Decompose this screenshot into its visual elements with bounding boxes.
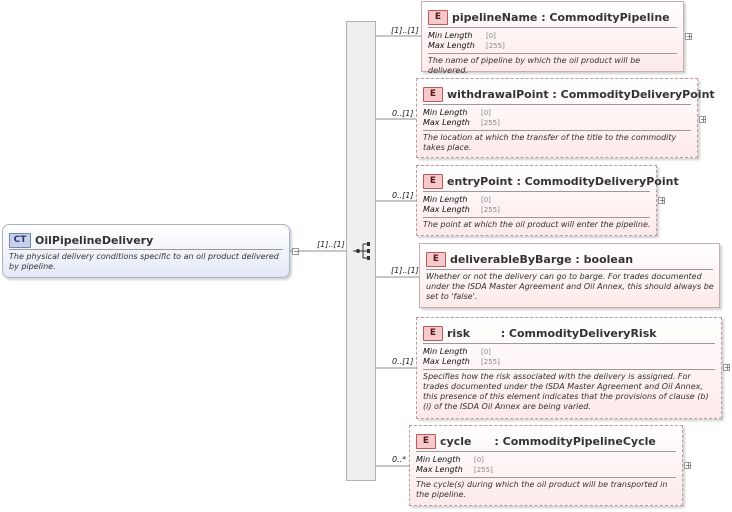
sequence-cardinality: [1]..[1] <box>317 240 345 249</box>
complex-type-badge: CT <box>9 233 31 248</box>
complex-type-box[interactable]: CT OilPipelineDelivery The physical deliv… <box>2 224 290 278</box>
cardinality-risk: 0..[1] <box>392 357 414 366</box>
divider <box>423 104 691 105</box>
element-badge: E <box>423 87 443 102</box>
divider <box>9 249 283 250</box>
facet-value: [0] <box>481 348 491 356</box>
element-doc: Specifies how the risk associated with t… <box>423 372 709 411</box>
element-badge: E <box>423 174 443 189</box>
complex-type-doc: The physical delivery conditions specifi… <box>9 252 279 271</box>
facets: Min Length [0] Max Length [255] <box>416 455 493 475</box>
cardinality-pipelineName: [1]..[1] <box>391 26 419 35</box>
element-badge: E <box>423 326 443 341</box>
facet-name: Min Length <box>423 195 468 204</box>
divider <box>423 130 691 131</box>
facet-name: Min Length <box>428 31 473 40</box>
element-title: risk : CommodityDeliveryRisk <box>447 327 657 340</box>
element-doc: The point at which the oil product will … <box>423 220 651 229</box>
element-title: cycle : CommodityPipelineCycle <box>440 435 656 448</box>
element-title: pipelineName : CommodityPipeline <box>452 11 670 24</box>
sequence-icon <box>353 242 370 260</box>
element-doc: The cycle(s) during which the oil produc… <box>416 480 668 499</box>
element-badge: E <box>428 10 448 25</box>
expand-icon[interactable]: + <box>699 115 707 124</box>
facets: Min Length [0] Max Length [255] <box>423 195 500 215</box>
divider <box>428 53 677 54</box>
element-title: withdrawalPoint : CommodityDeliveryPoint <box>447 88 715 101</box>
cardinality-withdrawalPoint: 0..[1] <box>392 109 414 118</box>
facet-value: [0] <box>481 196 491 204</box>
facet-name: Max Length <box>423 357 470 366</box>
facets: Min Length [0] Max Length [255] <box>423 347 500 367</box>
facet-name: Max Length <box>423 205 470 214</box>
divider <box>423 217 650 218</box>
element-title: entryPoint : CommodityDeliveryPoint <box>447 175 679 188</box>
element-badge: E <box>426 252 446 267</box>
facet-name: Max Length <box>423 118 470 127</box>
facet-name: Min Length <box>423 108 468 117</box>
facet-value: [255] <box>481 119 500 127</box>
divider <box>428 27 677 28</box>
expand-icon[interactable]: + <box>685 32 693 41</box>
expand-icon[interactable]: + <box>723 363 731 372</box>
expand-icon[interactable]: + <box>658 196 666 205</box>
divider <box>416 451 676 452</box>
facet-value: [0] <box>486 32 496 40</box>
collapse-icon[interactable]: − <box>292 247 300 256</box>
facets: Min Length [0] Max Length [255] <box>428 31 505 51</box>
facet-value: [255] <box>486 42 505 50</box>
divider <box>423 343 715 344</box>
facet-name: Max Length <box>416 465 463 474</box>
divider <box>416 477 676 478</box>
cardinality-deliverableByBarge: [1]..[1] <box>391 266 419 275</box>
facet-value: [0] <box>481 109 491 117</box>
facet-value: [255] <box>481 358 500 366</box>
facet-name: Min Length <box>423 347 468 356</box>
divider <box>423 369 715 370</box>
facet-value: [255] <box>481 206 500 214</box>
cardinality-entryPoint: 0..[1] <box>392 191 414 200</box>
facet-value: [255] <box>474 466 493 474</box>
facets: Min Length [0] Max Length [255] <box>423 108 500 128</box>
element-doc: The location at which the transfer of th… <box>423 133 677 152</box>
divider <box>423 191 650 192</box>
facet-name: Max Length <box>428 41 475 50</box>
expand-icon[interactable]: + <box>684 461 692 470</box>
divider <box>426 269 713 270</box>
element-title: deliverableByBarge : boolean <box>450 253 634 266</box>
facet-value: [0] <box>474 456 484 464</box>
facet-name: Min Length <box>416 455 461 464</box>
element-doc: The name of pipeline by which the oil pr… <box>428 56 641 75</box>
cardinality-cycle: 0..* <box>392 455 407 464</box>
element-badge: E <box>416 434 436 449</box>
complex-type-name: OilPipelineDelivery <box>35 234 154 247</box>
element-doc: Whether or not the delivery can go to ba… <box>426 272 714 301</box>
